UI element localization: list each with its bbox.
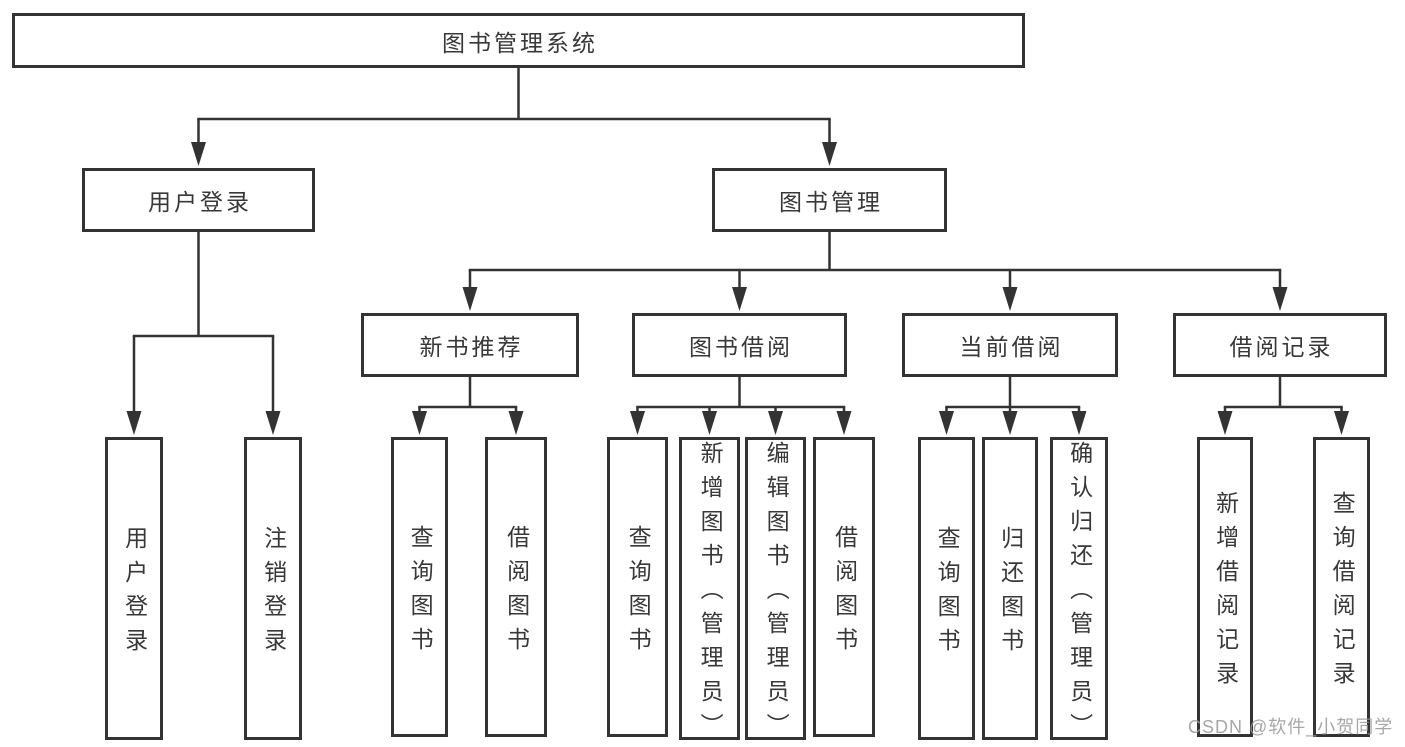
node-leaf-edit-books: 编辑图书（管理员） xyxy=(745,437,806,747)
node-label-borrow-records: 借阅记录 xyxy=(1229,334,1334,360)
node-leaf-query-books-3: 查询图书 xyxy=(918,437,975,740)
node-leaf-return-books: 归还图书 xyxy=(982,437,1038,740)
node-label-leaf-logout: 注销登录 xyxy=(260,526,287,662)
node-label-new-book-rec: 新书推荐 xyxy=(419,334,524,360)
node-label-current-borrow: 当前借阅 xyxy=(959,334,1064,360)
node-label-book-mgmt: 图书管理 xyxy=(779,189,883,215)
node-current-borrow: 当前借阅 xyxy=(902,313,1118,377)
node-label-leaf-query-books-2: 查询图书 xyxy=(625,524,652,661)
node-leaf-confirm-return: 确认归还（管理员） xyxy=(1050,437,1108,747)
node-label-leaf-edit-books: 编辑图书（管理员） xyxy=(763,441,790,747)
node-label-leaf-borrow-books-2: 借阅图书 xyxy=(831,524,858,661)
node-book-mgmt: 图书管理 xyxy=(712,168,947,232)
node-label-root: 图书管理系统 xyxy=(442,29,598,56)
node-leaf-query-books-1: 查询图书 xyxy=(391,437,448,737)
node-label-leaf-confirm-return: 确认归还（管理员） xyxy=(1066,441,1093,747)
node-root: 图书管理系统 xyxy=(12,13,1025,68)
node-leaf-borrow-books-2: 借阅图书 xyxy=(813,437,875,737)
node-label-leaf-user-login: 用户登录 xyxy=(121,526,148,662)
node-borrow-records: 借阅记录 xyxy=(1173,313,1387,377)
node-label-leaf-return-books: 归还图书 xyxy=(997,526,1024,662)
node-user-login: 用户登录 xyxy=(82,168,315,232)
node-label-leaf-query-borrow-record: 查询借阅记录 xyxy=(1329,490,1356,695)
node-leaf-add-books: 新增图书（管理员） xyxy=(679,437,740,747)
node-label-leaf-query-books-3: 查询图书 xyxy=(934,526,961,662)
node-leaf-borrow-books-1: 借阅图书 xyxy=(485,437,547,737)
node-label-leaf-query-books-1: 查询图书 xyxy=(407,524,434,661)
node-label-leaf-borrow-books-1: 借阅图书 xyxy=(503,524,530,661)
node-leaf-query-borrow-record: 查询借阅记录 xyxy=(1313,437,1370,737)
node-label-leaf-add-books: 新增图书（管理员） xyxy=(697,441,724,747)
node-leaf-user-login: 用户登录 xyxy=(105,437,163,740)
node-label-user-login: 用户登录 xyxy=(148,189,252,215)
node-leaf-add-borrow-record: 新增借阅记录 xyxy=(1197,437,1253,737)
node-label-book-borrow: 图书借阅 xyxy=(689,334,793,360)
node-leaf-logout: 注销登录 xyxy=(244,437,302,740)
node-book-borrow: 图书借阅 xyxy=(632,313,847,377)
node-label-leaf-add-borrow-record: 新增借阅记录 xyxy=(1212,490,1239,695)
watermark: CSDN @软件_小贺同学 xyxy=(1188,717,1394,737)
node-new-book-rec: 新书推荐 xyxy=(361,313,579,377)
node-leaf-query-books-2: 查询图书 xyxy=(607,437,668,737)
